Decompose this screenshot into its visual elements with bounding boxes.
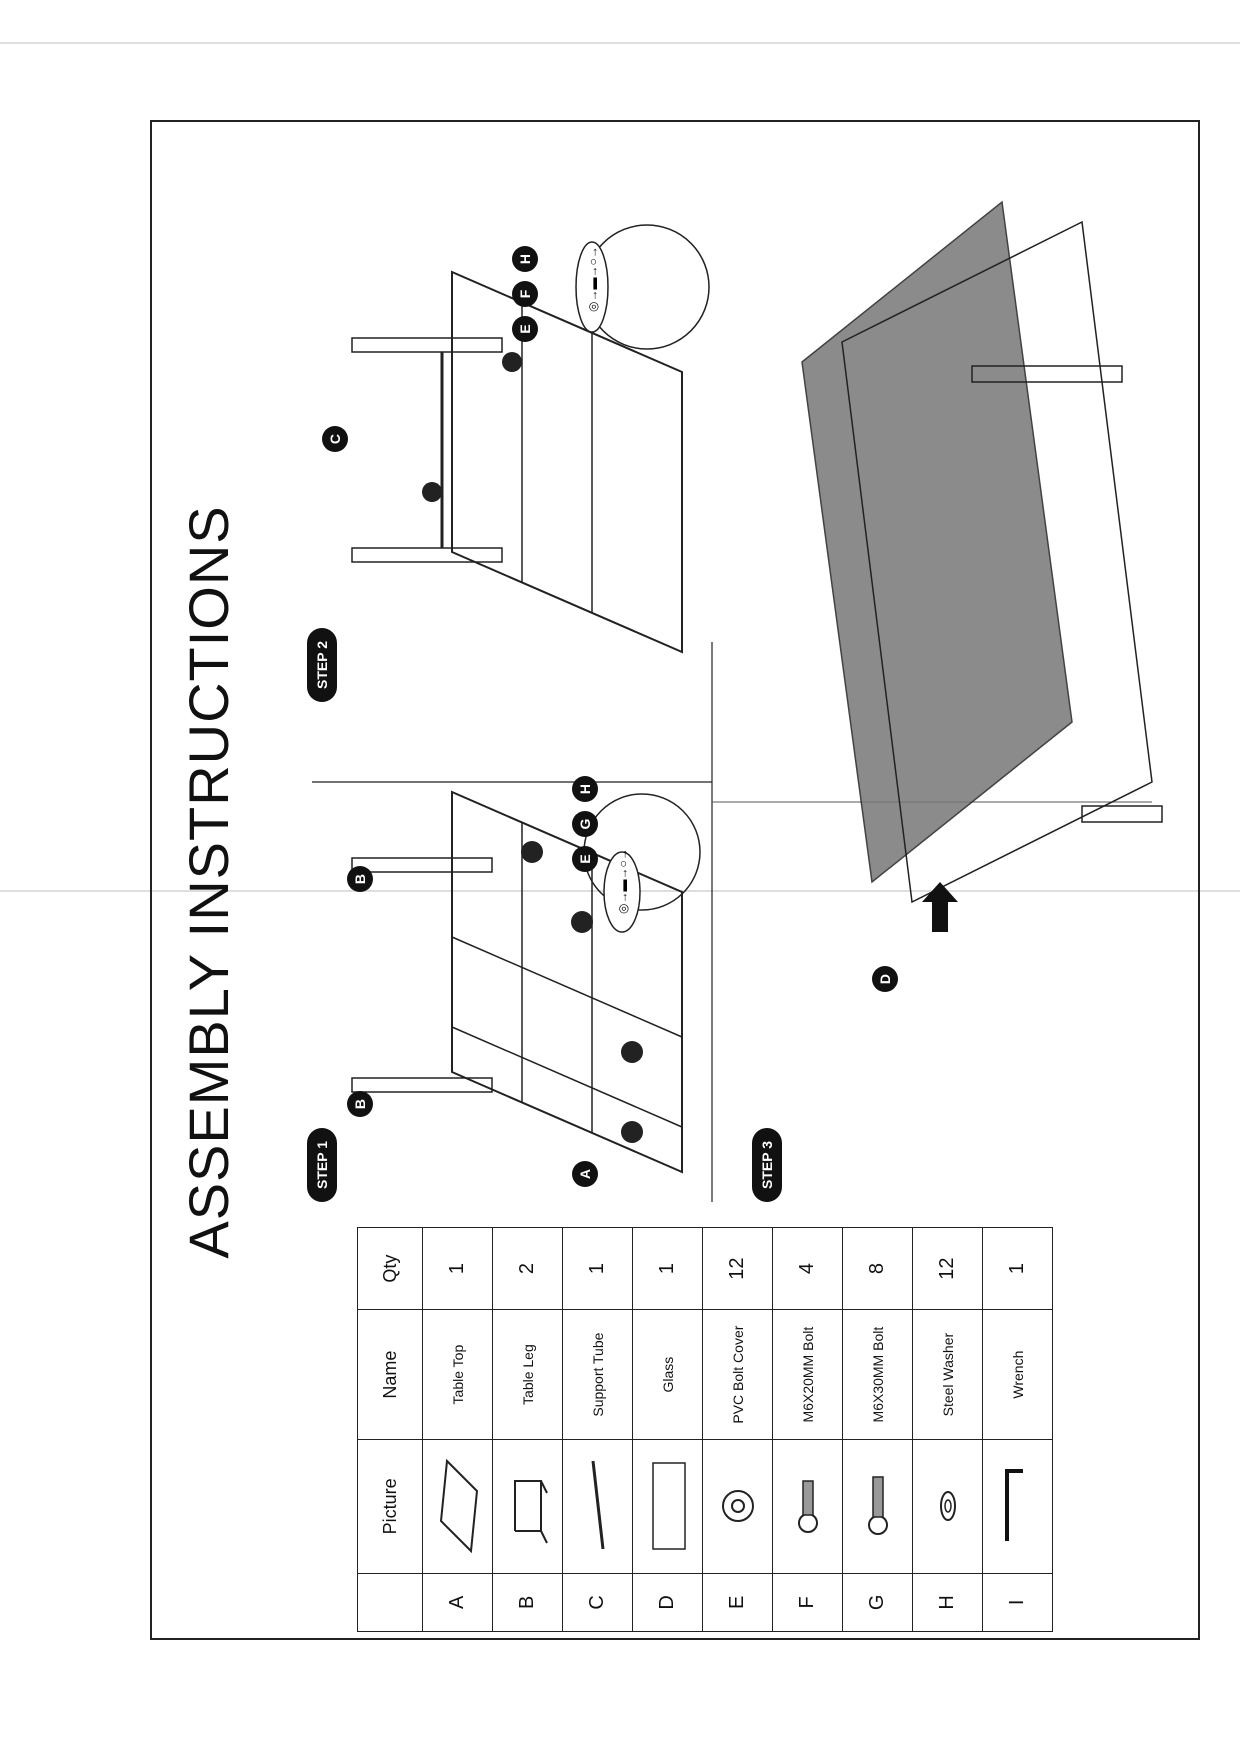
table-row: D Glass 1: [632, 1227, 703, 1632]
instruction-sheet: ASSEMBLY INSTRUCTIONS Picture Name Qty A…: [150, 120, 1200, 1640]
wrench-icon: [982, 1439, 1053, 1574]
bolt-cover-icon: [702, 1439, 773, 1574]
table-row: F M6X20MM Bolt 4: [772, 1227, 843, 1632]
step2-diagram: [351, 270, 683, 654]
table-row: A Table Top 1: [422, 1227, 493, 1632]
step2-detail-circle: ◎→▬→○→: [575, 224, 710, 350]
landscape-content: ASSEMBLY INSTRUCTIONS Picture Name Qty A…: [152, 122, 1202, 1642]
parts-table: Picture Name Qty A Table Top 1 B Table L…: [357, 1227, 1053, 1632]
table-row: G M6X30MM Bolt 8: [842, 1227, 913, 1632]
table-row: H Steel Washer 12: [912, 1227, 983, 1632]
table-row: I Wrench 1: [982, 1227, 1053, 1632]
part-label-b: B: [347, 1091, 373, 1117]
bolt-icon: [772, 1439, 843, 1574]
table-leg-icon: [492, 1439, 563, 1574]
svg-text:◎→▬→○→: ◎→▬→○→: [616, 848, 630, 914]
step3-diagram: [801, 200, 1163, 932]
svg-text:◎→▬→○→: ◎→▬→○→: [586, 246, 600, 312]
step3-badge: STEP 3: [752, 1128, 782, 1202]
step1-diagram: [351, 790, 683, 1174]
detail-label-e: E: [512, 316, 538, 342]
detail-label-h: H: [512, 246, 538, 272]
washer-icon: [912, 1439, 983, 1574]
table-row: B Table Leg 2: [492, 1227, 563, 1632]
detail-label-f: F: [512, 281, 538, 307]
table-top-icon: [422, 1439, 493, 1574]
detail-label-g: G: [572, 811, 598, 837]
table-row: C Support Tube 1: [562, 1227, 633, 1632]
part-label-d: D: [872, 966, 898, 992]
part-label-b: B: [347, 866, 373, 892]
part-label-a: A: [572, 1161, 598, 1187]
part-label-c: C: [322, 426, 348, 452]
support-tube-icon: [562, 1439, 633, 1574]
detail-label-h: H: [572, 776, 598, 802]
table-row: E PVC Bolt Cover 12: [702, 1227, 773, 1632]
bolt-icon: [842, 1439, 913, 1574]
detail-label-e: E: [572, 846, 598, 872]
step1-detail-circle: ◎→▬→○→: [583, 793, 701, 933]
glass-icon: [632, 1439, 703, 1574]
fold-line-top: [0, 42, 1240, 44]
